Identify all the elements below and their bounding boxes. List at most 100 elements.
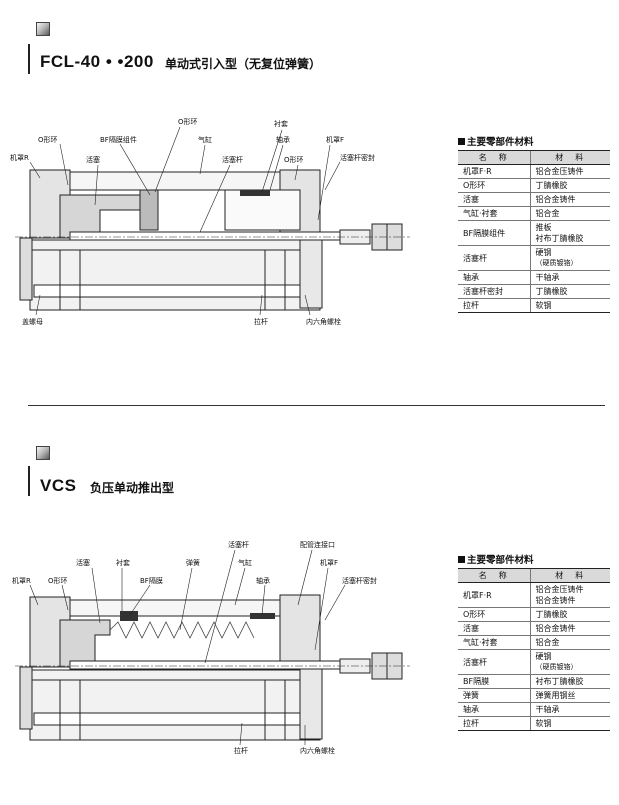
s1-front-flange (299, 237, 323, 309)
s1-row-material-line2: 衬布丁腈橡胶 (535, 234, 584, 243)
s2-row-material: 铝合金 (529, 635, 610, 650)
section1-subtitle: 单动式引入型（无复位弹簧） (165, 57, 322, 71)
section1-cylinder-diagram: 机罩R O形环 BF隔膜组件 活塞 O形环 气缸 活塞杆 衬套 轴承 O形环 机… (10, 118, 410, 326)
s1-row-name: 轴承 (458, 270, 531, 285)
s2-label-piston: 活塞 (76, 558, 90, 567)
s1-row-material-line2: （硬质镀铬） (535, 259, 578, 267)
s2-label-o-ring: O形环 (48, 577, 68, 585)
table-row: 拉杆软钢 (458, 716, 610, 731)
table-row: 拉杆软钢 (458, 298, 610, 313)
s1-bearing (240, 190, 270, 196)
s2-row-material: 干轴承 (529, 702, 610, 717)
s2-row-material: 铝合金压铸件铝合金铸件 (529, 582, 610, 608)
s2-label-cylinder: 气缸 (238, 558, 252, 567)
s1-row-material: 丁腈橡胶 (529, 178, 610, 193)
section1-title-bar (28, 44, 30, 74)
table-row: 气缸·衬套铝合金 (458, 635, 610, 650)
s2-table-header-row: 名 称 材 料 (458, 568, 610, 583)
s2-rear-flange (19, 666, 33, 730)
s1-row-material-line1: 硬钢 (535, 248, 552, 257)
s1-row-material: 干轴承 (529, 270, 610, 285)
s2-cover-f-top (279, 594, 321, 668)
s2-header-material: 材 料 (529, 568, 610, 583)
s2-label-cover-r: 机罩R (12, 576, 31, 585)
table-row: 活塞杆硬钢（硬质镀铬） (458, 245, 610, 271)
s1-materials-title: 主要零部件材料 (458, 134, 534, 148)
s2-bearing (250, 613, 275, 619)
s2-label-piston-rod: 活塞杆 (228, 540, 249, 549)
s1-label-cylinder: 气缸 (198, 135, 212, 144)
s2-tie-rod (33, 712, 315, 726)
s1-table-header-row: 名 称 材 料 (458, 150, 610, 165)
s2-row-material-line1: 硬钢 (535, 652, 552, 661)
s1-row-material-line1: 推板 (535, 223, 552, 232)
s1-label-piston-rod: 活塞杆 (222, 155, 243, 164)
s2-row-material: 衬布丁腈橡胶 (529, 674, 610, 689)
s2-row-name: 活塞杆 (458, 649, 531, 675)
s1-sleeve (224, 189, 301, 231)
section1-code: FCL-40 • •200 (40, 52, 154, 71)
s2-row-name: 弹簧 (458, 688, 531, 703)
s1-label-cap-nut: 盖螺母 (22, 317, 43, 326)
table-row: 气缸·衬套铝合金 (458, 206, 610, 221)
s2-row-material-line2: 铝合金铸件 (535, 596, 576, 605)
s2-row-name: O形环 (458, 607, 531, 622)
s1-header-material: 材 料 (529, 150, 610, 165)
s1-materials-title-text: 主要零部件材料 (467, 137, 534, 148)
s1-label-o-ring-top: O形环 (178, 118, 198, 126)
s1-cylinder-top (69, 171, 311, 191)
s1-row-name: 活塞 (458, 192, 531, 207)
table-row: 弹簧弹簧用钢丝 (458, 688, 610, 703)
s2-label-port: 配管连接口 (300, 540, 335, 549)
s1-header-name: 名 称 (458, 150, 531, 165)
section2-cylinder-diagram: 机罩R O形环 活塞 衬套 BF隔膜 弹簧 活塞杆 气缸 轴承 配管连接口 机罩… (12, 540, 410, 755)
s1-label-tie-rod: 拉杆 (254, 317, 268, 326)
s1-row-name: 气缸·衬套 (458, 206, 531, 221)
section2-subtitle: 负压单动推出型 (90, 481, 175, 495)
s2-row-material: 弹簧用钢丝 (529, 688, 610, 703)
s2-label-tie-rod: 拉杆 (234, 746, 248, 755)
table-row: 活塞铝合金铸件 (458, 192, 610, 207)
s1-label-bearing: 轴承 (276, 135, 290, 144)
s2-front-flange (299, 666, 323, 740)
s2-row-name: 气缸·衬套 (458, 635, 531, 650)
s2-label-bearing: 轴承 (256, 576, 270, 585)
section-divider (28, 405, 605, 406)
s1-row-name: 拉杆 (458, 298, 531, 313)
s1-tie-rod (33, 284, 315, 298)
s1-label-sleeve: 衬套 (274, 119, 288, 128)
s2-materials-title-text: 主要零部件材料 (467, 555, 534, 566)
table-row: O形环丁腈橡胶 (458, 178, 610, 193)
s2-label-spring: 弹簧 (186, 558, 200, 567)
s2-bf-diaphragm (120, 611, 138, 621)
table-row: 活塞杆硬钢 （硬质镀铬） (458, 649, 610, 675)
s2-spring (109, 621, 255, 639)
s1-row-material: 软钢 (529, 298, 610, 313)
s2-row-material: 丁腈橡胶 (529, 607, 610, 622)
table-row: 轴承干轴承 (458, 270, 610, 285)
s1-row-material: 推板衬布丁腈橡胶 (529, 220, 610, 246)
s1-row-name: 活塞杆密封 (458, 284, 531, 299)
s2-label-hex-bolt: 内六角螺栓 (300, 746, 335, 755)
section2-marker-icon (36, 446, 50, 460)
s2-header-name: 名 称 (458, 568, 531, 583)
s2-label-bf-diaphragm: BF隔膜 (140, 576, 163, 585)
s1-label-piston: 活塞 (86, 155, 100, 164)
s2-row-material-line2: （硬质镀铬） (535, 663, 578, 671)
s1-label-o-ring-left: O形环 (38, 136, 58, 144)
s2-row-material-line1: 铝合金压铸件 (535, 585, 584, 594)
s1-label-cover-r: 机罩R (10, 153, 29, 162)
table-row: O形环丁腈橡胶 (458, 607, 610, 622)
section1-marker-icon (36, 22, 50, 36)
s1-row-material: 铝合金压铸件 (529, 164, 610, 179)
s2-row-name: BF隔膜 (458, 674, 531, 689)
s2-row-name: 活塞 (458, 621, 531, 636)
s2-materials-title: 主要零部件材料 (458, 552, 534, 566)
s1-label-rod-seal: 活塞杆密封 (340, 153, 375, 162)
s1-row-name: O形环 (458, 178, 531, 193)
s1-label-o-ring-right: O形环 (284, 156, 304, 164)
s1-square-icon (458, 138, 465, 145)
s1-row-material: 丁腈橡胶 (529, 284, 610, 299)
table-row: 活塞铝合金铸件 (458, 621, 610, 636)
